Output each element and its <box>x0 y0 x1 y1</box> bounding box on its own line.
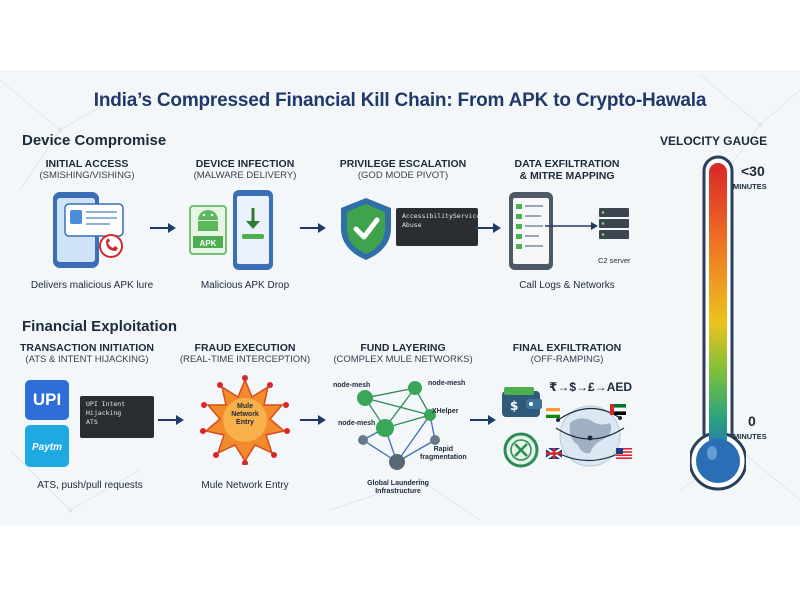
step-title: FINAL EXFILTRATION <box>512 342 622 354</box>
gauge-top-unit: MINUTES <box>733 182 767 191</box>
rapid-fragmentation-label: Rapid fragmentation <box>420 446 467 462</box>
step-subtitle: (COMPLEX MULE NETWORKS) <box>333 354 473 365</box>
apk-download-icon <box>189 190 273 270</box>
step-title: PRIVILEGE ESCALATION <box>339 158 467 170</box>
terminal-line: ATS <box>86 418 98 426</box>
step-title: DEVICE INFECTION <box>195 158 295 170</box>
gauge-bottom-unit: MINUTES <box>733 432 767 441</box>
gauge-top-value: <30 <box>741 163 765 179</box>
step-title: TRANSACTION INITIATION <box>20 342 154 354</box>
c2-server-label: C2 server <box>598 256 631 265</box>
step-data-exfiltration: DATA EXFILTRATION & MITRE MAPPING <box>492 158 642 182</box>
arrow-right-icon <box>470 415 496 425</box>
wallet-icon: $ <box>502 387 542 417</box>
paytm-logo: Paytm <box>25 425 69 467</box>
step-subtitle: (OFF-RAMPING) <box>530 354 604 365</box>
arrow-right-icon <box>475 223 501 233</box>
phone-message-icon <box>53 192 124 268</box>
xhelper-label: XHelper <box>432 408 459 415</box>
apk-label: APK <box>199 239 217 248</box>
step-subtitle: (ATS & INTENT HIJACKING) <box>25 354 149 365</box>
intent-hijack-terminal: UPI Intent Hijacking ATS <box>80 396 154 438</box>
node-mesh-label: node-mesh <box>338 420 376 427</box>
step-title: FUND LAYERING <box>360 342 446 354</box>
step-final-exfiltration: FINAL EXFILTRATION (OFF-RAMPING) <box>492 342 642 365</box>
crypto-coin-icon <box>503 432 539 468</box>
section-title-device: Device Compromise <box>22 132 167 149</box>
arrow-right-icon <box>300 415 326 425</box>
mule-label-line: Network <box>231 411 259 418</box>
gauge-bottom-value: 0 <box>748 413 756 429</box>
terminal-line: AccessibilityService <box>402 212 481 220</box>
step-title: FRAUD EXECUTION <box>194 342 296 354</box>
step-privilege-escalation: PRIVILEGE ESCALATION (GOD MODE PIVOT) <box>328 158 478 181</box>
step-fund-layering: FUND LAYERING (COMPLEX MULE NETWORKS) <box>328 342 478 365</box>
exfil-phone-server-icon <box>509 192 629 270</box>
caption: ATS, push/pull requests <box>37 480 143 491</box>
step-title: DATA EXFILTRATION <box>514 158 620 170</box>
velocity-gauge-title: VELOCITY GAUGE <box>660 134 768 148</box>
step-initial-access: INITIAL ACCESS (SMISHING/VISHING) <box>12 158 162 181</box>
step-subtitle: (REAL-TIME INTERCEPTION) <box>179 354 311 365</box>
step-title-line2: & MITRE MAPPING <box>519 170 615 182</box>
arrow-right-icon <box>158 415 184 425</box>
caption: Mule Network Entry <box>201 480 289 491</box>
mule-label-line: Entry <box>236 419 254 426</box>
rapid-label-line: Rapid <box>433 446 454 453</box>
step-subtitle: (SMISHING/VISHING) <box>39 170 135 181</box>
global-label-line: Global Laundering <box>367 480 429 487</box>
currency-chain: ₹→$→£→AED <box>549 380 633 394</box>
content-panel <box>0 70 800 525</box>
terminal-line: UPI Intent Hijacking <box>86 400 126 417</box>
network-background <box>0 74 800 521</box>
arrow-right-icon <box>300 223 326 233</box>
page-title: India’s Compressed Financial Kill Chain:… <box>93 90 707 111</box>
node-mesh-label: node-mesh <box>428 380 466 387</box>
step-subtitle: (GOD MODE PIVOT) <box>357 170 449 181</box>
shield-check-icon <box>341 198 391 260</box>
step-transaction-initiation: TRANSACTION INITIATION (ATS & INTENT HIJ… <box>12 342 162 365</box>
section-title-financial: Financial Exploitation <box>22 318 178 335</box>
global-label-line: Infrastructure <box>375 488 421 495</box>
accessibility-terminal: AccessibilityService Abuse <box>396 208 481 246</box>
caption: Call Logs & Networks <box>519 280 615 291</box>
step-title: INITIAL ACCESS <box>45 158 129 170</box>
arrow-right-icon <box>150 223 176 233</box>
rapid-label-line: fragmentation <box>420 454 467 461</box>
step-fraud-execution: FRAUD EXECUTION (REAL-TIME INTERCEPTION) <box>170 342 320 365</box>
global-laundering-label: Global Laundering Infrastructure <box>358 480 438 496</box>
mule-network-label: Mule Network Entry <box>215 403 275 427</box>
svg-text:$: $ <box>510 399 518 413</box>
globe-flags-icon <box>545 404 632 467</box>
velocity-thermometer-icon <box>690 155 746 491</box>
step-device-infection: DEVICE INFECTION (MALWARE DELIVERY) <box>170 158 320 181</box>
node-mesh-label: node-mesh <box>333 382 371 389</box>
step-subtitle: (MALWARE DELIVERY) <box>193 170 297 181</box>
mule-mesh-network-icon <box>357 381 440 470</box>
mule-label-line: Mule <box>237 403 253 410</box>
caption: Delivers malicious APK lure <box>30 280 154 291</box>
terminal-line: Abuse <box>402 221 422 229</box>
caption: Malicious APK Drop <box>200 280 290 291</box>
upi-logo: UPI <box>25 380 69 420</box>
mule-network-burst-icon <box>200 375 290 465</box>
